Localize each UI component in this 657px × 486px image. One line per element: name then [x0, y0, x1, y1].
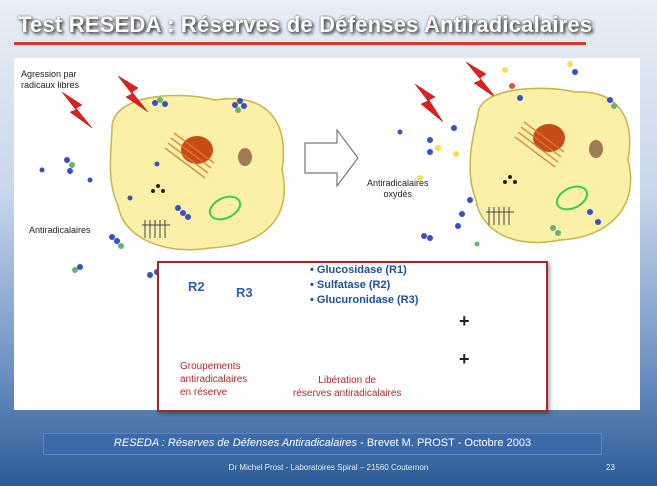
plus-sign: + — [459, 349, 470, 369]
right-membrane-proteins — [486, 207, 514, 225]
mechanism-inset — [157, 261, 548, 412]
oxidized-label: Antiradicalaires oxydés — [367, 178, 429, 200]
aggression-label: Agression par radicaux libres — [21, 69, 79, 91]
release-label-line2: réserves antiradicalaires — [293, 388, 402, 399]
right-mitochondria-icon — [555, 185, 589, 211]
enzyme-list: • Glucosidase (R1) • Sulfatase (R2) • Gl… — [310, 263, 418, 308]
enzyme-item: • Glucuronidase (R3) — [310, 294, 419, 306]
groups-label-line2: antiradicalaires — [180, 374, 248, 385]
left-er-icon — [164, 132, 215, 179]
enzyme-item-label: Sulfatase (R2) — [316, 279, 391, 291]
enzyme-item: • Sulfatase (R2) — [310, 279, 391, 291]
right-vacuole-icon — [589, 140, 603, 158]
oxidized-label-line1: Antiradicalaires — [367, 178, 429, 188]
enzyme-item: • Glucosidase (R1) — [310, 264, 407, 276]
title-underline — [14, 42, 586, 45]
antiradical-molecules-left — [39, 97, 247, 278]
groups-label: Groupements antiradicalaires en réserve — [180, 360, 247, 399]
oxidized-molecules-right — [397, 61, 617, 247]
antiradicals-label: Antiradicalaires — [29, 225, 91, 235]
lightning-bolt-icon — [61, 91, 93, 129]
groups-label-line1: Groupements — [180, 361, 241, 372]
lightning-bolt-icon — [465, 61, 497, 99]
right-er-icon — [514, 121, 565, 168]
right-cell — [469, 87, 632, 244]
plus-sign: + — [459, 311, 470, 331]
caption-text: RESEDA : Réserves de Défenses Antiradica… — [44, 437, 601, 449]
caption-plain: - Brevet M. PROST - Octobre 2003 — [357, 437, 532, 449]
release-label-line1: Libération de — [318, 375, 377, 386]
r2-label: R2 — [188, 279, 205, 294]
aggression-label-line1: Agression par — [21, 69, 77, 79]
transition-arrow-icon — [304, 128, 359, 188]
groups-label-line3: en réserve — [180, 387, 228, 398]
footer-credit: Dr Michel Prost - Laboratoires Spiral – … — [228, 463, 429, 472]
lightning-bolt-icon — [117, 75, 149, 113]
left-mitochondria-icon — [208, 195, 242, 221]
lightning-bolt-icon — [414, 83, 444, 123]
release-label: Libération de réserves antiradicalaires — [293, 374, 401, 400]
enzyme-item-label: Glucosidase (R1) — [316, 264, 407, 276]
caption-bar: RESEDA : Réserves de Défenses Antiradica… — [43, 433, 602, 455]
left-membrane-proteins — [142, 220, 170, 238]
right-nucleus-icon — [533, 124, 565, 152]
r3-label: R3 — [236, 285, 253, 300]
aggression-label-line2: radicaux libres — [21, 80, 80, 90]
left-vacuole-icon — [238, 148, 252, 166]
page-number: 23 — [606, 463, 615, 472]
caption-italic: RESEDA : Réserves de Défenses Antiradica… — [113, 437, 358, 449]
enzyme-item-label: Glucuronidase (R3) — [316, 294, 419, 306]
slide-title: Test RESEDA : Réserves de Défenses Antir… — [18, 12, 593, 37]
oxidized-label-line2: oxydés — [383, 189, 413, 199]
